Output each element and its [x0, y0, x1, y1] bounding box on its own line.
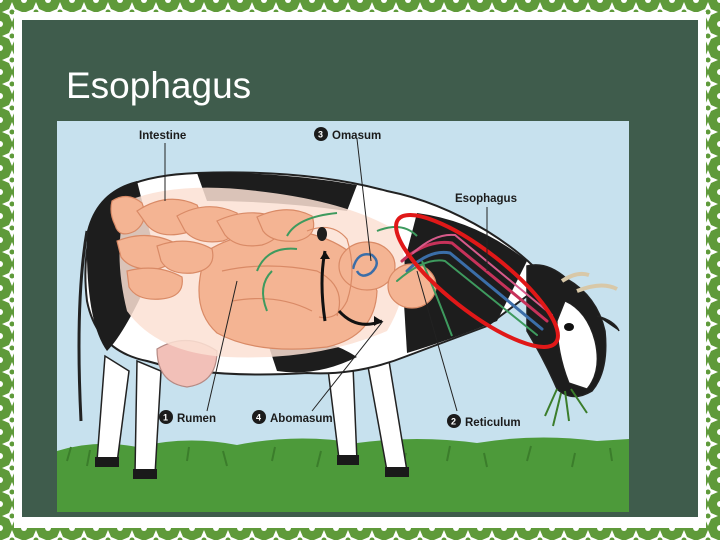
rumen-leader	[206, 280, 238, 412]
esophagus	[396, 233, 553, 336]
cow-tail	[77, 230, 89, 422]
label-rumen: 1 Rumen	[159, 410, 216, 425]
esophagus-highlight-ring	[394, 213, 560, 349]
rumen-number: 1	[163, 413, 168, 423]
cow-digestive-diagram: Intestine 3 Omasum Esophagus 1 Rumen 4 A…	[57, 121, 629, 512]
esophagus-label: Esophagus	[455, 193, 517, 205]
slide-title: Esophagus	[66, 65, 252, 106]
reticulum-label: Reticulum	[465, 417, 521, 429]
omasum	[338, 241, 396, 291]
label-esophagus: Esophagus	[455, 193, 517, 205]
label-omasum: 3 Omasum	[314, 127, 381, 142]
omasum-leader	[356, 138, 372, 262]
omasum-label: Omasum	[332, 130, 381, 142]
grass	[57, 437, 629, 512]
label-abomasum: 4 Abomasum	[252, 410, 333, 425]
label-reticulum: 2 Reticulum	[447, 414, 521, 429]
rumen-label: Rumen	[177, 413, 216, 425]
abomasum	[306, 226, 353, 319]
intestine-label: Intestine	[139, 130, 186, 142]
reticulum-leader	[416, 270, 458, 412]
abomasum-leader	[311, 320, 384, 412]
cow-head	[526, 264, 620, 398]
abomasum-number: 4	[256, 413, 261, 423]
omasum-number: 3	[318, 130, 323, 140]
intestine	[110, 195, 315, 300]
reticulum-number: 2	[451, 417, 456, 427]
abomasum-label: Abomasum	[270, 413, 333, 425]
label-intestine: Intestine	[139, 130, 186, 142]
